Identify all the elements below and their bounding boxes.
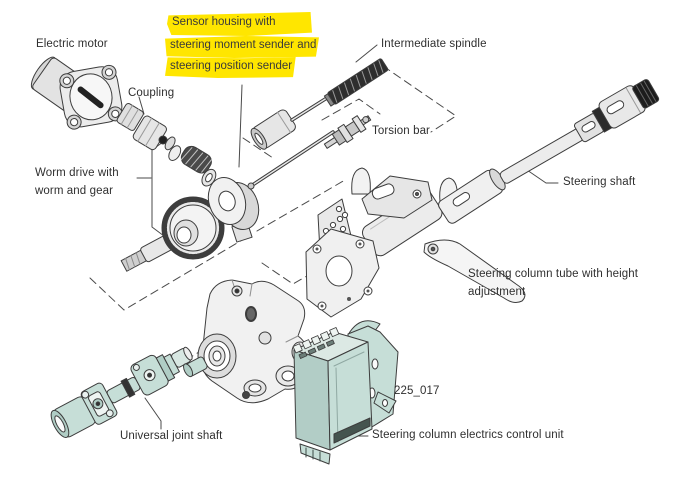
- label-electric-motor: Electric motor: [36, 38, 108, 50]
- label-sensor-housing-line2: steering moment sender and: [170, 39, 317, 51]
- label-sensor-housing-line3: steering position sender: [170, 60, 293, 72]
- label-coupling: Coupling: [128, 87, 175, 99]
- highlight-sensor-housing-line1: Sensor housing with: [167, 12, 312, 36]
- steering-column-tube-part: [305, 167, 526, 318]
- label-worm-drive: Worm drive with worm and gear: [35, 164, 119, 200]
- gear-housing-part: [197, 279, 310, 404]
- label-steering-shaft: Steering shaft: [563, 176, 636, 188]
- sensor-housing-disc-part: [207, 177, 260, 243]
- universal-joint-shaft-part: [50, 346, 208, 438]
- steering-shaft-part: [499, 79, 660, 184]
- highlight-sensor-housing-line2: steering moment sender and: [165, 36, 319, 58]
- label-steering-column-tube: Steering column tube with height adjustm…: [468, 265, 638, 301]
- worm-screw-part: [180, 145, 217, 187]
- label-worm-drive-line1: Worm drive with: [35, 167, 119, 179]
- coupling-part: [116, 102, 182, 161]
- label-torsion-bar: Torsion bar: [372, 125, 430, 137]
- label-steering-column-tube-line1: Steering column tube with height: [468, 268, 639, 280]
- label-intermediate-spindle: Intermediate spindle: [381, 38, 487, 50]
- electrics-control-unit-part: [292, 320, 399, 465]
- highlight-sensor-housing-line3: steering position sender: [165, 57, 296, 78]
- label-figure-code: 225_017: [394, 385, 440, 397]
- label-sensor-housing-line1: Sensor housing with: [172, 16, 276, 28]
- label-universal-joint-shaft: Universal joint shaft: [120, 430, 223, 442]
- worm-gear-shaft-part: [120, 196, 225, 272]
- label-electrics-control-unit: Steering column electrics control unit: [372, 429, 564, 441]
- torsion-bar-rod: [247, 130, 335, 190]
- intermediate-spindle-part: [250, 58, 389, 150]
- label-worm-drive-line2: worm and gear: [35, 185, 114, 197]
- electric-motor-part: [30, 56, 123, 130]
- torsion-bar-part: [323, 115, 372, 149]
- label-steering-column-tube-line2: adjustment: [468, 286, 526, 298]
